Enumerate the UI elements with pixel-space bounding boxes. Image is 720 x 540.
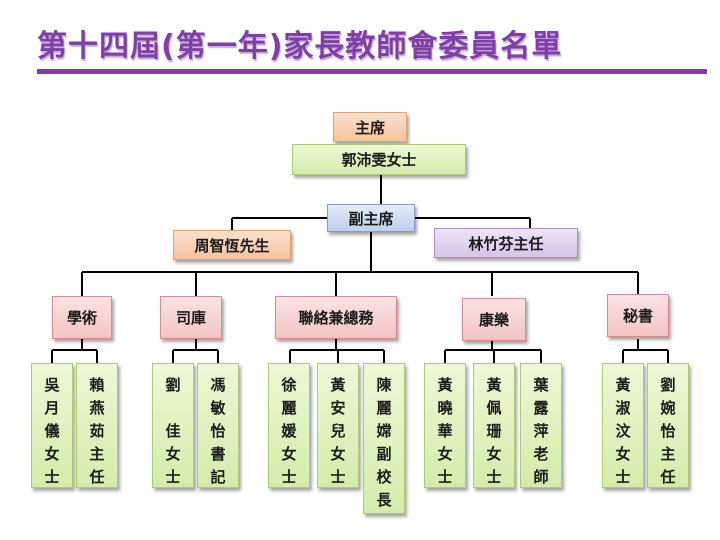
member-box: 劉 佳女士 [152, 363, 194, 488]
member-box: 賴燕茹主任 [76, 363, 118, 488]
dept-box-treasurer: 司庫 [160, 296, 222, 339]
member-name: 黃佩珊女士 [486, 376, 502, 486]
member-name: 吳月儀女士 [44, 376, 60, 486]
vice-chair-left-box: 周智恆先生 [173, 230, 291, 260]
vice-chair-right-label: 林竹芬主任 [468, 234, 544, 253]
member-name: 劉婉怡主任 [660, 376, 676, 486]
dept-label-liaison: 聯絡兼總務 [298, 309, 374, 327]
chair-name-label: 郭沛雯女士 [341, 151, 417, 169]
member-name: 葉露萍老師 [533, 376, 549, 486]
member-name: 劉 佳女士 [165, 376, 181, 486]
member-box: 吳月儀女士 [31, 363, 73, 488]
vice-chair-left-label: 周智恆先生 [194, 236, 270, 255]
member-name: 馮敏怡書記 [210, 376, 226, 486]
member-box: 黃佩珊女士 [473, 363, 515, 488]
member-box: 陳麗嫦副校長 [363, 363, 405, 514]
member-box: 黃安兒女士 [317, 363, 359, 488]
dept-label-treasurer: 司庫 [175, 309, 206, 327]
member-box: 黃淑汶女士 [602, 363, 644, 488]
member-box: 劉婉怡主任 [647, 363, 689, 488]
vice-chair-role-box: 副主席 [327, 204, 415, 232]
page-title: 第十四屆(第一年)家長教師會委員名單 [37, 29, 563, 64]
dept-label-secretary: 秘書 [622, 307, 653, 325]
dept-box-recreation: 康樂 [462, 298, 526, 341]
dept-box-academic: 學術 [52, 296, 112, 339]
dept-box-secretary: 秘書 [607, 294, 669, 337]
member-name: 黃淑汶女士 [615, 376, 631, 486]
member-name: 賴燕茹主任 [89, 376, 105, 486]
chair-name-box: 郭沛雯女士 [292, 144, 466, 175]
dept-label-academic: 學術 [66, 309, 97, 327]
member-box: 葉露萍老師 [520, 363, 562, 488]
chair-role-box: 主席 [333, 112, 407, 142]
dept-box-liaison: 聯絡兼總務 [275, 296, 397, 339]
member-name: 黃曉華女士 [437, 376, 453, 486]
member-box: 徐麗媛女士 [268, 363, 310, 488]
dept-label-recreation: 康樂 [478, 311, 509, 329]
member-name: 徐麗媛女士 [281, 376, 297, 486]
vice-chair-right-box: 林竹芬主任 [434, 228, 578, 258]
vice-chair-role-label: 副主席 [348, 209, 394, 228]
chair-role-label: 主席 [354, 118, 385, 137]
title-underline [37, 69, 707, 74]
member-box: 馮敏怡書記 [197, 363, 239, 488]
member-name: 黃安兒女士 [330, 376, 346, 486]
member-box: 黃曉華女士 [424, 363, 466, 488]
member-name: 陳麗嫦副校長 [376, 376, 392, 509]
